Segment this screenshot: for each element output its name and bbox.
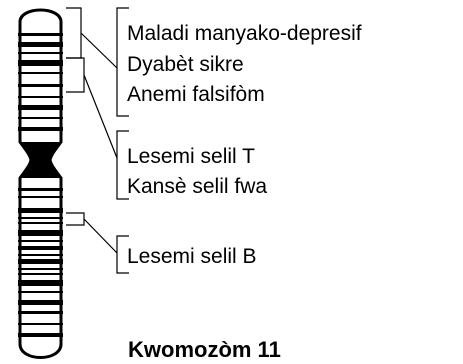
- locus-bracket-1: [66, 7, 129, 117]
- band: [18, 127, 63, 131]
- band: [18, 72, 63, 74]
- centromere: [20, 142, 61, 178]
- band: [18, 96, 63, 98]
- band: [18, 117, 63, 119]
- chromosome-caption: Kwomozòm 11: [128, 337, 281, 362]
- locus-bracket-2: [66, 57, 129, 200]
- band: [18, 280, 63, 286]
- band: [18, 52, 63, 54]
- band: [18, 105, 63, 110]
- band: [18, 246, 63, 250]
- disease-label: Anemi falsifòm: [127, 83, 265, 106]
- disease-label: Lesemi selil B: [127, 245, 257, 268]
- band: [18, 311, 63, 314]
- band: [18, 323, 63, 325]
- disease-label: Lesemi selil T: [127, 145, 255, 168]
- band: [18, 208, 63, 213]
- band: [18, 259, 63, 264]
- band: [18, 222, 63, 224]
- locus-bracket-3: [66, 212, 129, 274]
- band: [18, 33, 63, 36]
- band: [18, 42, 63, 47]
- band: [18, 60, 63, 66]
- band: [18, 240, 63, 242]
- disease-label: Maladi manyako-depresif: [127, 22, 362, 45]
- band: [18, 84, 63, 87]
- band: [18, 300, 63, 305]
- chromosome-bands: [18, 33, 63, 337]
- band: [18, 254, 63, 256]
- band: [18, 333, 63, 337]
- band: [18, 196, 63, 198]
- band: [18, 188, 63, 191]
- band: [18, 217, 63, 219]
- band: [18, 230, 63, 236]
- chromosome-outline: [18, 8, 63, 359]
- chromosome: [18, 8, 63, 359]
- band: [18, 268, 63, 270]
- band: [18, 273, 63, 275]
- band: [18, 291, 63, 293]
- disease-label: Kansè selil fwa: [127, 175, 267, 198]
- disease-label: Dyabèt sikre: [127, 53, 244, 76]
